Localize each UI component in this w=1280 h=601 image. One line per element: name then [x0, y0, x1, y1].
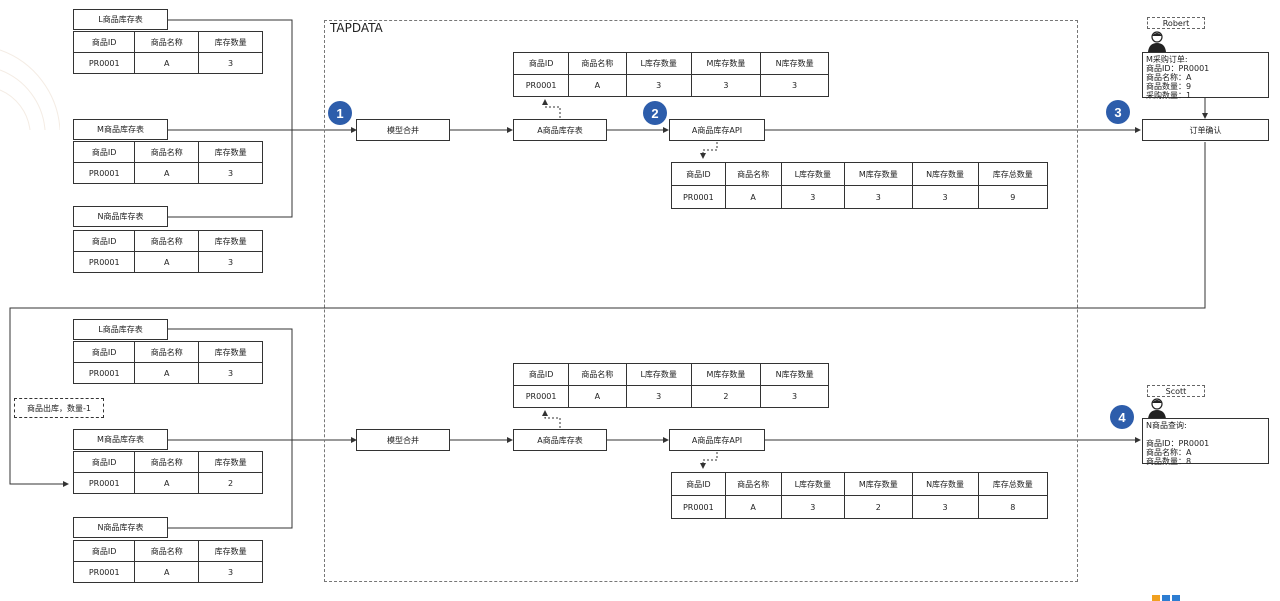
- user-icon: [1148, 398, 1166, 419]
- api-box-bottom: A商品库存API: [669, 429, 765, 451]
- robert-order-note: M采购订单: 商品ID：PR0001 商品名称：A 商品数量：9 采购数量：1: [1142, 52, 1269, 100]
- outbound-note: 商品出库，数量-1: [14, 398, 104, 418]
- order-confirm-box: 订单确认: [1142, 119, 1269, 141]
- tapdata-frame: [324, 20, 1078, 582]
- source-title-m-bottom: M商品库存表: [73, 429, 168, 450]
- api-box-top: A商品库存API: [669, 119, 765, 141]
- step-badge-3: 3: [1106, 100, 1130, 124]
- tapdata-title: TAPDATA: [330, 21, 383, 35]
- step-badge-4: 4: [1110, 405, 1134, 429]
- scott-name-tag: Scott: [1147, 385, 1205, 397]
- inventory-table-box-top: A商品库存表: [513, 119, 607, 141]
- user-icon: [1148, 31, 1166, 52]
- scott-query-note: N商品查询: 商品ID：PR0001 商品名称：A 商品数量：8: [1142, 418, 1269, 466]
- step-badge-1: 1: [328, 101, 352, 125]
- inventory-table-box-bottom: A商品库存表: [513, 429, 607, 451]
- source-title-m-top: M商品库存表: [73, 119, 168, 140]
- source-title-l-top: L商品库存表: [73, 9, 168, 30]
- merge-box-top: 模型合并: [356, 119, 450, 141]
- step-badge-2: 2: [643, 101, 667, 125]
- logo-fragment: [1152, 595, 1186, 601]
- source-title-n-top: N商品库存表: [73, 206, 168, 227]
- source-title-l-bottom: L商品库存表: [73, 319, 168, 340]
- merge-box-bottom: 模型合并: [356, 429, 450, 451]
- source-title-n-bottom: N商品库存表: [73, 517, 168, 538]
- decorative-arcs: [0, 49, 60, 131]
- robert-name-tag: Robert: [1147, 17, 1205, 29]
